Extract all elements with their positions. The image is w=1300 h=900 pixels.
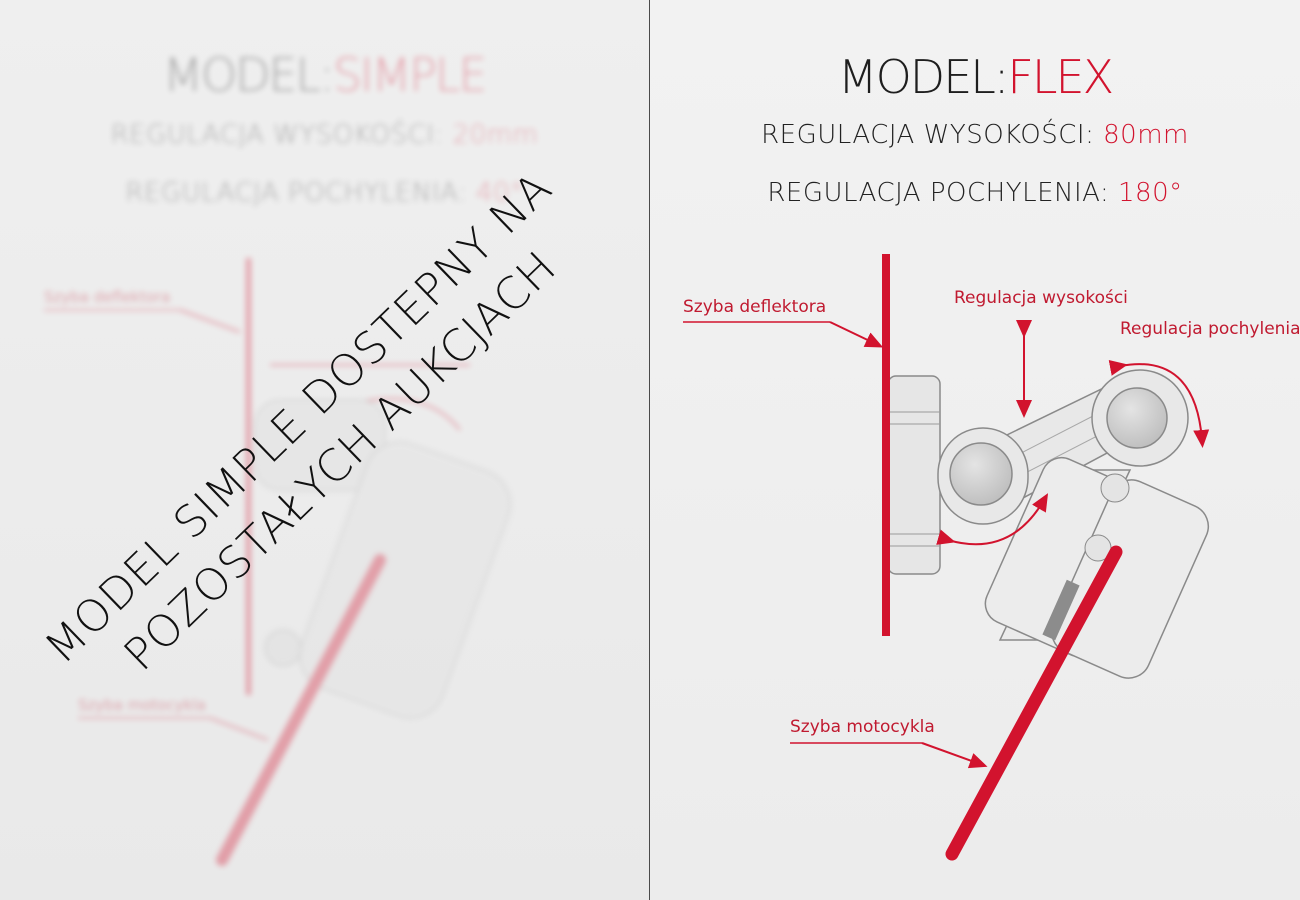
flex-title-model: FLEX [1007,50,1114,104]
simple-tilt-arrow [329,397,461,431]
flex-deflector-leader [683,321,884,348]
simple-model-title: MODEL:SIMPLE [0,48,649,102]
simple-holder [299,441,511,719]
panel-divider [649,0,650,900]
flex-upper-joint [1091,369,1189,467]
flex-lower-joint [937,427,1029,525]
simple-height-label: REGULACJA WYSOKOŚCI: [110,120,444,150]
simple-knob [264,629,302,667]
flex-label-motorcycle: Szyba motocykla [790,717,935,737]
flex-tilt-adjust-arrow-lower [936,493,1049,546]
simple-tilt-spec: REGULACJA POCHYLENIA: 40° [0,178,649,208]
flex-motorcycle-glass [945,545,1123,861]
flex-model-title: MODEL:FLEX [650,50,1300,104]
flex-base-bracket [887,375,941,575]
flex-diagram [683,254,1210,861]
simple-diagram [44,258,511,866]
flex-tilt-value: 180° [1117,178,1183,208]
flex-label-height-adjust: Regulacja wysokości [954,288,1128,308]
flex-label-tilt-adjust: Regulacja pochylenia [1120,319,1300,339]
flex-motorcycle-leader [790,742,988,769]
simple-motorcycle-arrow [209,717,269,741]
simple-label-deflector: Szyba deflektora [44,288,171,306]
flex-label-deflector: Szyba deflektora [683,297,827,317]
simple-height-spec: REGULACJA WYSOKOŚCI: 20mm [0,120,649,150]
flex-height-spec: REGULACJA WYSOKOŚCI: 80mm [650,120,1300,150]
flex-height-label: REGULACJA WYSOKOŚCI: [761,120,1095,150]
flex-tilt-label: REGULACJA POCHYLENIA: [767,178,1110,208]
simple-label-motorcycle: Szyba motocykla [78,696,206,714]
simple-tilt-value: 40° [476,178,524,208]
simple-title-prefix: MODEL: [163,48,335,102]
simple-title-model: SIMPLE [332,48,488,102]
simple-deflector-arrow [179,309,241,333]
simple-deflector-glass [246,258,251,695]
flex-tilt-spec: REGULACJA POCHYLENIA: 180° [650,178,1300,208]
simple-height-value: 20mm [452,120,539,150]
simple-motorcycle-glass [216,554,386,866]
simple-model-blurred-content: MODEL:SIMPLE REGULACJA WYSOKOŚCI: 20mm R… [0,0,649,900]
flex-height-value: 80mm [1103,120,1189,150]
simple-model-panel: MODEL:SIMPLE REGULACJA WYSOKOŚCI: 20mm R… [0,0,649,900]
flex-model-panel: MODEL:FLEX REGULACJA WYSOKOŚCI: 80mm REG… [650,0,1300,900]
flex-deflector-glass [882,254,890,636]
flex-tilt-adjust-arrow-upper [1108,359,1210,448]
simple-bracket [254,399,386,491]
flex-title-prefix: MODEL: [837,50,1010,104]
simple-tilt-label: REGULACJA POCHYLENIA: [125,178,468,208]
